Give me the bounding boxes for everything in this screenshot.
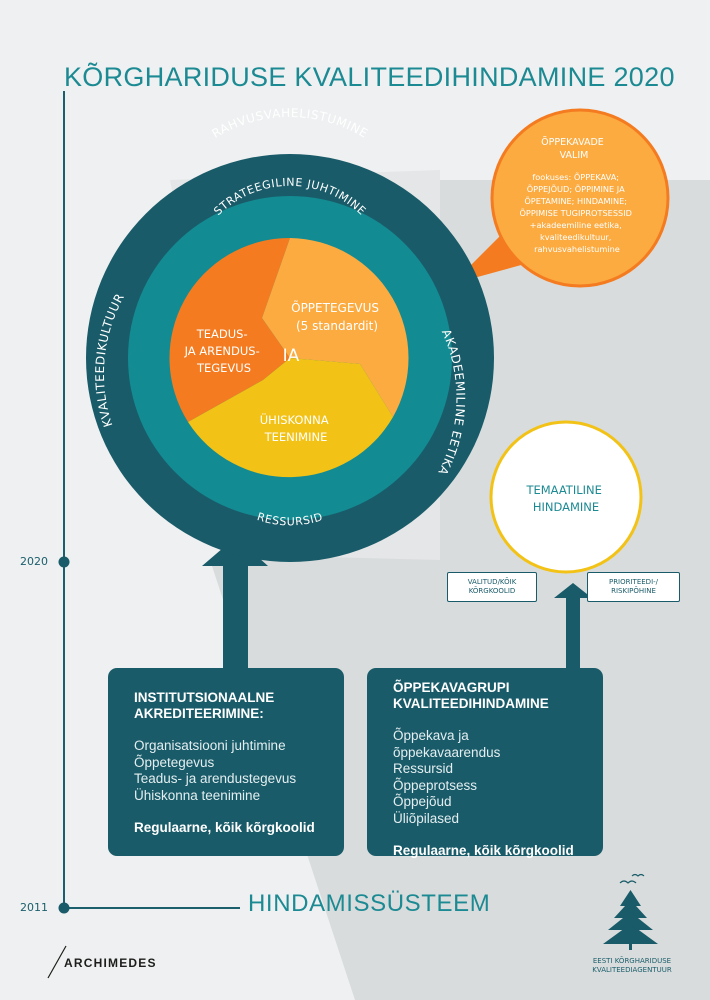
core-left-line-3: TEGEVUS bbox=[196, 361, 251, 375]
institutional-accreditation-box: INSTITUTSIONAALNE AKREDITEERIMINE: Organ… bbox=[108, 668, 344, 856]
tag-priority-based: PRIORITEEDI-/ RISKIPÕHINE bbox=[587, 572, 680, 602]
thematic-line-2: HINDAMINE bbox=[533, 500, 599, 514]
core-right-line-2: (5 standardit) bbox=[296, 319, 378, 333]
core-left-line-1: TEADUS- bbox=[196, 327, 248, 341]
core-left-line-2: JA ARENDUS- bbox=[184, 344, 260, 358]
core-right-label: ÕPPETEGEVUS (5 standardit) bbox=[291, 300, 383, 333]
curriculum-item: Õppejõud bbox=[393, 794, 452, 809]
ring-outer-top-label: RAHVUSVAHELISTUMINE bbox=[209, 106, 370, 141]
year-label-2020: 2020 bbox=[20, 555, 48, 568]
bubble-body-line-1: fookuses: ÕPPEKAVA; bbox=[532, 171, 619, 182]
institutional-box-title: INSTITUTSIONAALNE AKREDITEERIMINE: bbox=[134, 690, 320, 722]
bubble-body-line-7: rahvusvahelistumine bbox=[534, 244, 620, 254]
timeline-dot-2020 bbox=[58, 556, 70, 568]
core-bottom-line-1: ÜHISKONNA bbox=[260, 411, 329, 427]
curriculum-item: Üliõpilased bbox=[393, 810, 460, 826]
curriculum-assessment-box: ÕPPEKAVAGRUPI KVALITEEDIHINDAMINE Õppeka… bbox=[367, 668, 603, 858]
thematic-label: TEMAATILINE HINDAMINE bbox=[525, 483, 605, 514]
year-label-2011: 2011 bbox=[20, 901, 48, 914]
institutional-item: Teadus- ja arendustegevus bbox=[134, 771, 297, 786]
bubble-body-line-6: kvaliteedikultuur, bbox=[540, 232, 611, 242]
thematic-circle bbox=[489, 420, 643, 574]
assessment-system-title: HINDAMISSÜSTEEM bbox=[248, 890, 491, 917]
institutional-box-footer: Regulaarne, kõik kõrgkoolid bbox=[134, 820, 315, 835]
curriculum-title-line-2: KVALITEEDIHINDAMINE bbox=[393, 696, 549, 711]
core-segment-society bbox=[188, 358, 393, 478]
institutional-item: Õppetegevus bbox=[134, 754, 215, 770]
institutional-item: Ühiskonna teenimine bbox=[134, 787, 261, 803]
page-title: KÕRGHARIDUSE KVALITEEDIHINDAMINE 2020 bbox=[64, 62, 675, 92]
thematic-line-1: TEMAATILINE bbox=[525, 483, 601, 497]
core-right-line-1: ÕPPETEGEVUS bbox=[291, 300, 379, 315]
curriculum-item: Ressursid bbox=[393, 761, 454, 776]
core-center-label: IA bbox=[283, 346, 300, 366]
arrow-up-right bbox=[554, 583, 592, 668]
bubble-body-line-3: ÕPETAMINE; HINDAMINE; bbox=[524, 195, 627, 206]
bubble-body-line-2: ÕPPEJÕUD; ÕPPIMINE JA bbox=[527, 183, 625, 194]
bubble-title-line-2: VALIM bbox=[560, 150, 589, 161]
core-segment-teaching bbox=[262, 238, 409, 417]
bubble-title: ÕPPEKAVADE VALIM bbox=[541, 136, 607, 161]
curriculum-item: Õppekava ja õppekavaarendus bbox=[393, 728, 501, 760]
tag-priority-line-2: RISKIPÕHINE bbox=[611, 587, 656, 595]
tag-selected-line-2: KÕRGKOOLID bbox=[468, 587, 516, 595]
institutional-title-line-1: INSTITUTSIONAALNE bbox=[134, 690, 275, 705]
tag-selected-schools: VALITUD/KÕIK KÕRGKOOLID bbox=[447, 572, 537, 602]
core-bottom-line-2: TEENIMINE bbox=[264, 430, 328, 444]
agency-logo-line-1: EESTI KÕRGHARIDUSE bbox=[592, 957, 672, 965]
core-segment-research bbox=[169, 237, 290, 422]
timeline-dot-2011 bbox=[58, 902, 70, 914]
bubble-circle bbox=[490, 108, 670, 288]
curriculum-item: Õppeprotsess bbox=[393, 777, 478, 793]
curriculum-title-line-1: ÕPPEKAVAGRUPI bbox=[393, 680, 510, 695]
institutional-title-line-2: AKREDITEERIMINE: bbox=[134, 706, 264, 721]
bubble-body-line-4: ÕPPIMISE TUGIPROTSESSID bbox=[519, 207, 632, 218]
bubble-title-line-1: ÕPPEKAVADE bbox=[541, 136, 604, 148]
tag-selected-line-1: VALITUD/KÕIK bbox=[467, 578, 517, 586]
bubble-body-line-5: +akadeemiline eetika, bbox=[530, 220, 622, 230]
curriculum-box-footer: Regulaarne, kõik kõrgkoolid bbox=[393, 843, 574, 858]
agency-logo-text: EESTI KÕRGHARIDUSE KVALITEEDIAGENTUUR bbox=[582, 957, 682, 974]
core-bottom-label: ÜHISKONNA TEENIMINE bbox=[260, 411, 332, 444]
arrow-up-left bbox=[202, 548, 268, 668]
institutional-item: Organisatsiooni juhtimine bbox=[134, 738, 286, 753]
agency-logo-line-2: KVALITEEDIAGENTUUR bbox=[592, 965, 672, 974]
archimedes-slash bbox=[47, 945, 67, 979]
curriculum-box-title: ÕPPEKAVAGRUPI KVALITEEDIHINDAMINE bbox=[393, 680, 579, 712]
tree-logo-icon bbox=[603, 873, 658, 950]
bubble-body: fookuses: ÕPPEKAVA; ÕPPEJÕUD; ÕPPIMINE J… bbox=[519, 171, 634, 254]
ring-inner-bottom-label: RESSURSID bbox=[255, 510, 324, 528]
tag-priority-line-1: PRIORITEEDI-/ bbox=[608, 578, 659, 586]
archimedes-logo-text: ARCHIMEDES bbox=[64, 956, 157, 970]
core-left-label: TEADUS- JA ARENDUS- TEGEVUS bbox=[184, 327, 264, 375]
